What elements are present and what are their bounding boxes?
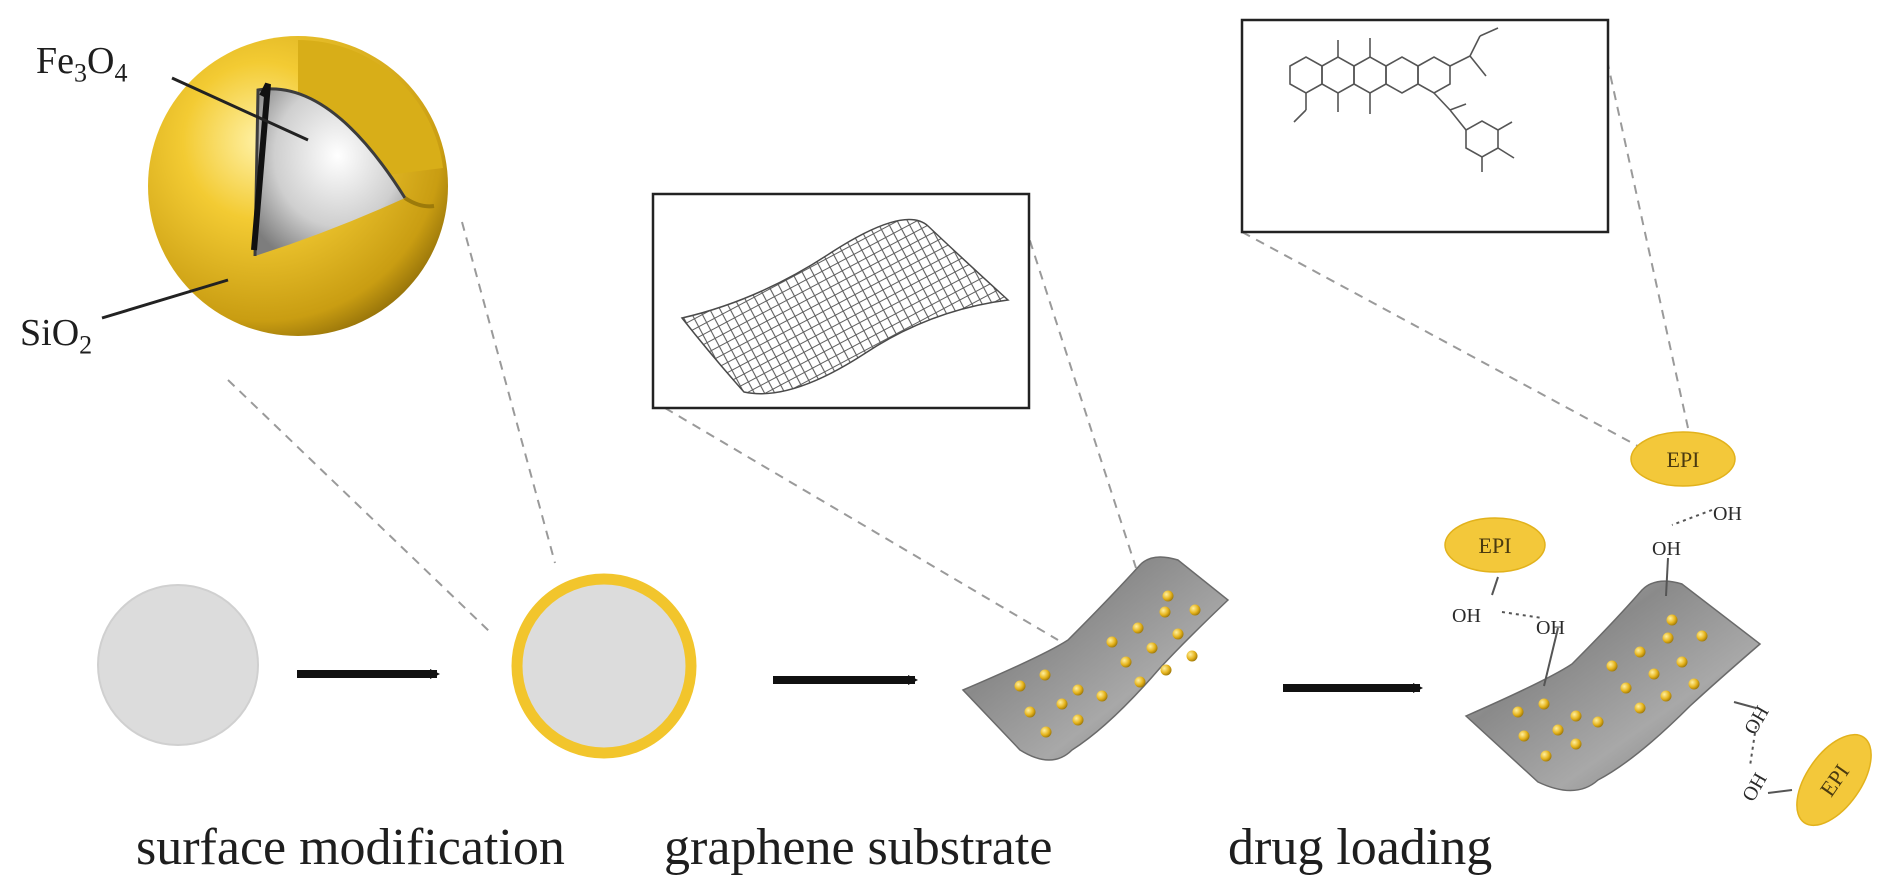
epirubicin-structure-icon (1289, 27, 1515, 172)
guide-line-drug-right (1606, 59, 1689, 429)
coated-particle (511, 573, 697, 759)
bare-core-particle (97, 584, 259, 746)
leader-line-fe3o4 (171, 76, 309, 142)
core-shell-sphere (148, 36, 448, 336)
epi-molecule-top: EPI (1630, 431, 1736, 487)
fe3o4-label: Fe3O4 (36, 40, 128, 88)
oh-group-6: OH (1738, 769, 1771, 805)
graphene-sheet-loaded (961, 556, 1230, 761)
sheet-nanoparticles (1014, 590, 1201, 738)
drug-loaded-sheet (1464, 580, 1762, 792)
step-label-surface-modification: surface modification (136, 819, 565, 876)
epi-label-left: EPI (1479, 533, 1512, 558)
guide-line-graphene-left (664, 407, 1059, 641)
drug-structure-inset (1240, 18, 1610, 234)
step-label-drug-loading: drug loading (1228, 819, 1493, 876)
guide-lines (227, 59, 1689, 641)
guide-line-core-right (461, 221, 556, 564)
guide-line-graphene-right (1019, 209, 1137, 569)
leader-line-sio2 (101, 278, 229, 320)
oh-group-2: OH (1536, 617, 1565, 639)
epi-molecule-right: EPI (1796, 733, 1872, 827)
oh-group-5: OH (1740, 702, 1773, 738)
oh-group-4: OH (1652, 538, 1681, 560)
guide-line-core-left (227, 379, 491, 633)
sio2-label: SiO2 (20, 312, 93, 360)
guide-line-drug-left (1241, 231, 1661, 459)
core-cutaway (255, 88, 405, 256)
loaded-sheet-nanoparticles (1512, 614, 1708, 762)
epi-label-top: EPI (1667, 447, 1700, 472)
oh-group-1: OH (1452, 605, 1481, 627)
graphene-wave-sheet (680, 218, 1010, 395)
epi-molecule-left: EPI (1444, 517, 1546, 573)
oh-group-3: OH (1713, 503, 1742, 525)
step-label-graphene-substrate: graphene substrate (664, 819, 1053, 876)
graphene-inset (651, 192, 1031, 410)
